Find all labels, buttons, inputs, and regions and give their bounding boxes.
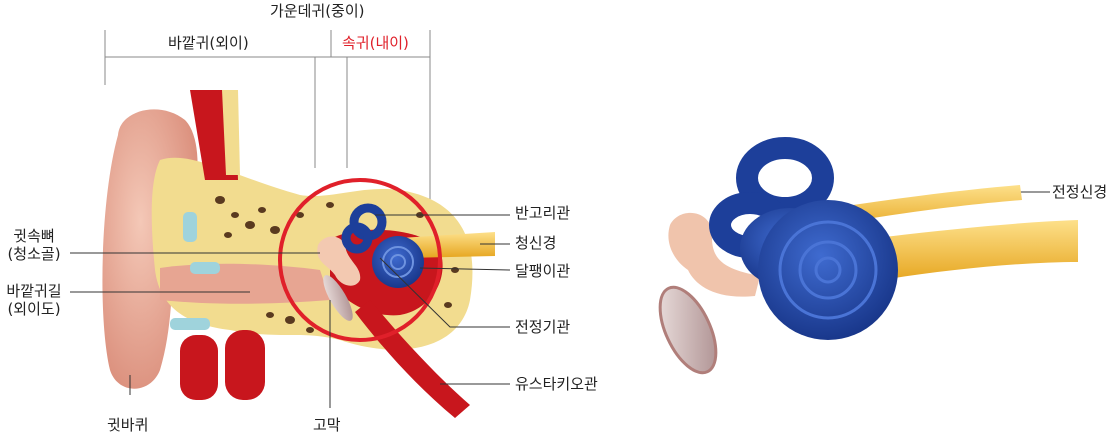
ear-cross-section: [102, 90, 495, 418]
label-vestibule: 전정기관: [515, 318, 571, 336]
header-brackets: [104, 30, 431, 200]
label-pinna: 귓바퀴: [107, 416, 149, 434]
header-inner-ear: 속귀(내이): [342, 34, 409, 52]
label-ossicles-line2: (청소골): [7, 245, 61, 263]
fluid-patch-1: [183, 212, 197, 242]
ossicles-shape: [317, 236, 361, 286]
label-ear-canal-line1: 바깥귀길: [6, 282, 62, 300]
eustachian-tube-shape: [355, 300, 470, 418]
vessel-bottom-2: [225, 330, 265, 400]
label-ossicles: 귓속뼈 (청소골): [0, 227, 68, 263]
cochlear-nerve-shape-right: [860, 220, 1078, 282]
ear-canal-shape: [160, 263, 330, 304]
label-ear-canal: 바깥귀길 (외이도): [0, 282, 68, 318]
label-vestibular-nerve: 전정신경: [1052, 183, 1108, 201]
eardrum-enlarged: [658, 285, 718, 375]
inner-ear-highlight-circle: [278, 178, 442, 342]
fluid-patch-3: [170, 318, 210, 330]
fluid-patch-2: [190, 262, 220, 274]
header-outer-ear: 바깥귀(외이): [168, 34, 249, 52]
label-eardrum: 고막: [313, 416, 341, 434]
label-semicircular-canals: 반고리관: [515, 204, 571, 222]
vessel-bottom-1: [180, 335, 218, 400]
label-cochlea: 달팽이관: [515, 262, 571, 280]
semicircular-canals-shape: [341, 203, 387, 254]
label-ossicles-line1: 귓속뼈: [13, 227, 55, 245]
cochlea-shape: [372, 236, 424, 288]
label-ear-canal-line2: (외이도): [7, 300, 61, 318]
label-cochlear-nerve: 청신경: [515, 234, 557, 252]
eardrum-shape: [323, 275, 353, 321]
inner-ear-enlarged: [658, 137, 1078, 375]
cochlear-nerve-shape: [400, 232, 495, 258]
label-eustachian-tube: 유스타키오관: [515, 375, 598, 393]
ossicles-enlarged: [668, 212, 760, 297]
vessel-top-light: [222, 90, 240, 175]
header-middle-ear: 가운데귀(중이): [270, 2, 365, 20]
